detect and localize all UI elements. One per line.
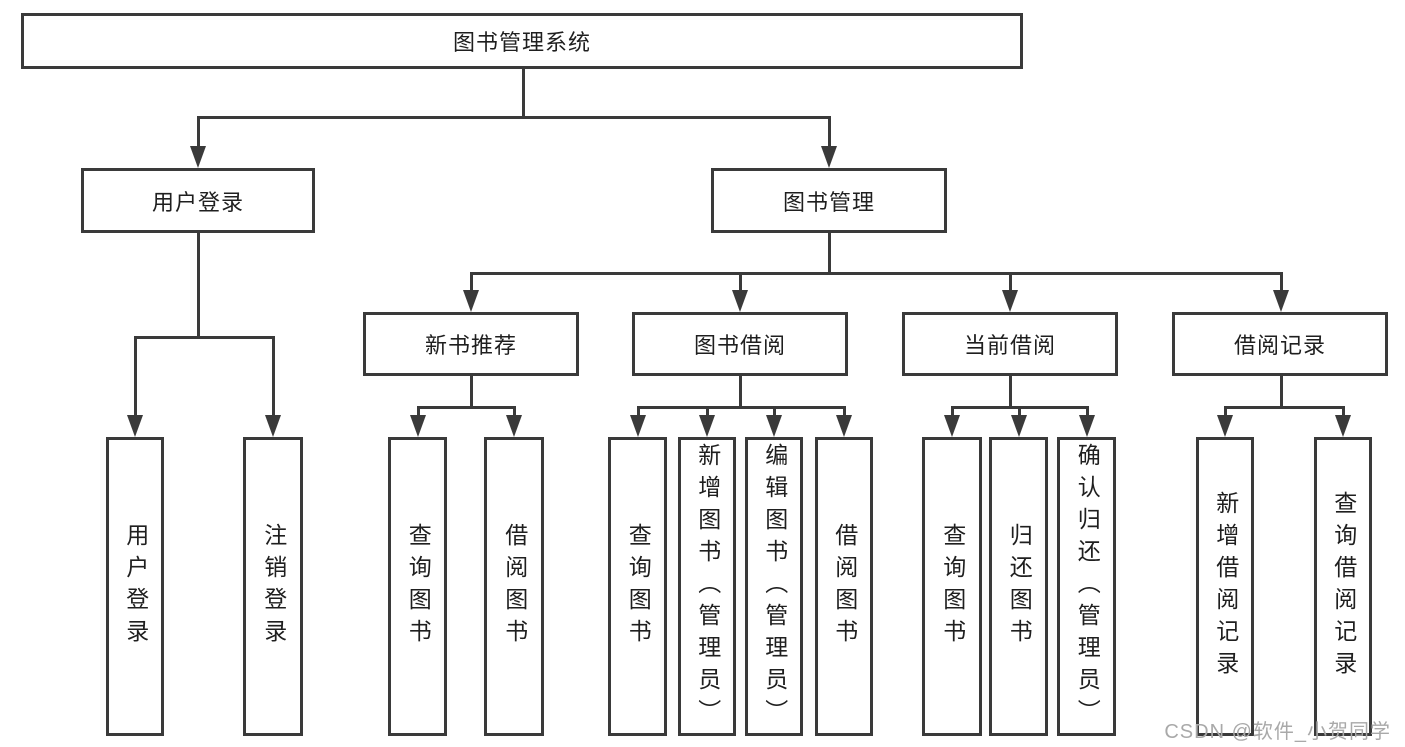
connector-line-vertical (950, 405, 954, 418)
connector-line-vertical (738, 376, 742, 407)
node-new-book-recommendation: 新书推荐 (363, 312, 579, 376)
leaf-label: 借阅图书 (501, 522, 528, 651)
connector-line-horizontal (416, 405, 516, 409)
arrowhead-down-icon (1002, 290, 1018, 312)
connector-line-vertical (521, 69, 525, 117)
connector-line-vertical (133, 335, 137, 418)
leaf-label: 查询借阅记录 (1330, 490, 1357, 683)
connector-line-horizontal (1223, 405, 1345, 409)
connector-line-horizontal (133, 335, 275, 339)
leaf-label: 新增图书（管理员） (694, 442, 721, 731)
connector-line-vertical (827, 115, 831, 149)
arrowhead-down-icon (265, 415, 281, 437)
leaf-label: 新增借阅记录 (1212, 490, 1239, 683)
connector-line-horizontal (469, 271, 1283, 275)
arrowhead-down-icon (410, 415, 426, 437)
leaf-query-books-current: 查询图书 (922, 437, 982, 736)
leaf-label: 归还图书 (1006, 522, 1033, 651)
leaf-query-borrow-record: 查询借阅记录 (1314, 437, 1372, 736)
leaf-label: 查询图书 (939, 522, 966, 651)
leaf-label: 查询图书 (405, 522, 432, 651)
connector-line-vertical (469, 376, 473, 407)
arrowhead-down-icon (506, 415, 522, 437)
watermark: CSDN @软件_小贺同学 (1164, 721, 1391, 743)
node-book-management: 图书管理 (711, 168, 947, 233)
leaf-label: 确认归还（管理员） (1074, 442, 1101, 731)
node-borrowing-records: 借阅记录 (1172, 312, 1388, 376)
connector-line-horizontal (196, 115, 831, 119)
arrowhead-down-icon (766, 415, 782, 437)
leaf-add-borrow-record: 新增借阅记录 (1196, 437, 1254, 736)
connector-line-vertical (636, 405, 640, 418)
connector-line-vertical (1008, 271, 1012, 293)
connector-line-vertical (772, 405, 776, 418)
connector-line-vertical (705, 405, 709, 418)
leaf-borrow-books-newbook: 借阅图书 (484, 437, 544, 736)
arrowhead-down-icon (836, 415, 852, 437)
connector-line-vertical (512, 405, 516, 418)
leaf-label: 编辑图书（管理员） (761, 442, 788, 731)
arrowhead-down-icon (732, 290, 748, 312)
leaf-confirm-return-admin: 确认归还（管理员） (1057, 437, 1116, 736)
arrowhead-down-icon (1079, 415, 1095, 437)
leaf-return-books: 归还图书 (989, 437, 1048, 736)
connector-line-vertical (416, 405, 420, 418)
arrowhead-down-icon (1217, 415, 1233, 437)
connector-line-vertical (1341, 405, 1345, 418)
leaf-add-books-admin: 新增图书（管理员） (678, 437, 736, 736)
leaf-label: 注销登录 (260, 522, 287, 651)
arrowhead-down-icon (463, 290, 479, 312)
node-current-borrowing: 当前借阅 (902, 312, 1118, 376)
arrowhead-down-icon (630, 415, 646, 437)
leaf-edit-books-admin: 编辑图书（管理员） (745, 437, 803, 736)
node-user-login: 用户登录 (81, 168, 315, 233)
leaf-label: 用户登录 (122, 522, 149, 651)
connector-line-vertical (1279, 271, 1283, 293)
leaf-label: 借阅图书 (831, 522, 858, 651)
arrowhead-down-icon (190, 146, 206, 168)
node-library-management-system: 图书管理系统 (21, 13, 1023, 69)
connector-line-vertical (1279, 376, 1283, 407)
arrowhead-down-icon (127, 415, 143, 437)
arrowhead-down-icon (944, 415, 960, 437)
connector-line-vertical (1085, 405, 1089, 418)
arrowhead-down-icon (1335, 415, 1351, 437)
node-book-borrowing: 图书借阅 (632, 312, 848, 376)
connector-line-horizontal (636, 405, 846, 409)
leaf-borrow-books-borrowing: 借阅图书 (815, 437, 873, 736)
leaf-label: 查询图书 (625, 522, 652, 651)
connector-line-vertical (1223, 405, 1227, 418)
connector-line-vertical (469, 271, 473, 293)
leaf-query-books-borrowing: 查询图书 (608, 437, 667, 736)
leaf-user-login: 用户登录 (106, 437, 164, 736)
arrowhead-down-icon (1011, 415, 1027, 437)
connector-line-vertical (1008, 376, 1012, 407)
connector-line-vertical (196, 115, 200, 149)
connector-line-vertical (842, 405, 846, 418)
arrowhead-down-icon (821, 146, 837, 168)
connector-line-vertical (271, 335, 275, 418)
connector-line-vertical (827, 233, 831, 273)
connector-line-vertical (738, 271, 742, 293)
leaf-query-books-newbook: 查询图书 (388, 437, 447, 736)
connector-line-vertical (1017, 405, 1021, 418)
connector-line-vertical (196, 233, 200, 337)
leaf-logout: 注销登录 (243, 437, 303, 736)
arrowhead-down-icon (1273, 290, 1289, 312)
arrowhead-down-icon (699, 415, 715, 437)
